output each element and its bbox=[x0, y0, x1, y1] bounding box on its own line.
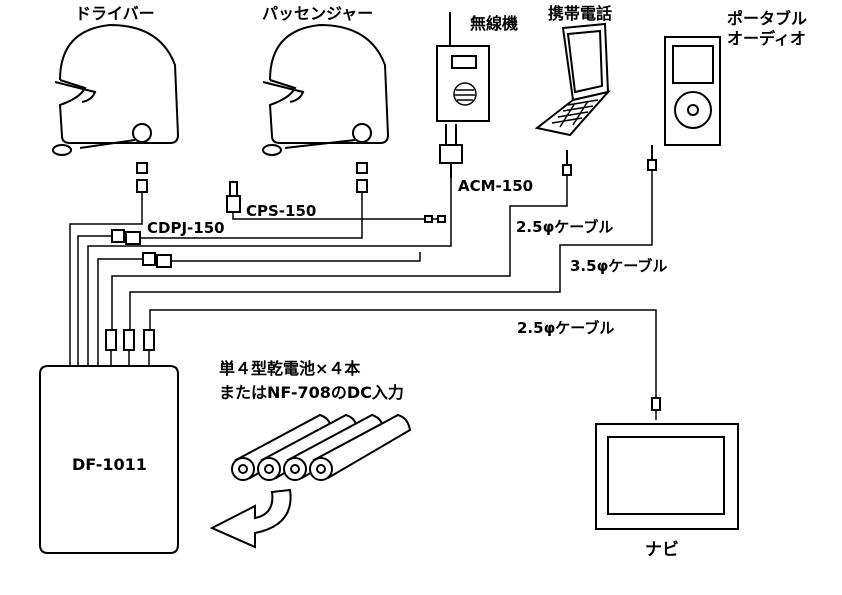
cdpj-connector bbox=[111, 229, 141, 245]
cps-connector bbox=[226, 181, 241, 213]
audio-label-line2: オーディオ bbox=[727, 29, 806, 48]
wiring bbox=[69, 170, 661, 420]
phone-label: 携帯電話 bbox=[548, 4, 612, 23]
driver-label: ドライバー bbox=[75, 4, 155, 23]
audio-label-line1: ポータブル bbox=[727, 9, 807, 28]
navi-label: ナビ bbox=[645, 540, 679, 560]
acm-label: ACM-150 bbox=[458, 177, 533, 195]
navi-icon bbox=[595, 423, 739, 530]
unit-label: DF-1011 bbox=[72, 455, 147, 474]
battery-icon bbox=[231, 413, 412, 481]
df-1011-unit bbox=[39, 365, 179, 554]
cable-label-2-5-bottom: 2.5φケーブル bbox=[517, 319, 614, 337]
battery-label-line2: またはNF-708のDC入力 bbox=[219, 383, 404, 402]
cable-label-2-5-top: 2.5φケーブル bbox=[516, 218, 613, 236]
cable-label-3-5: 3.5φケーブル bbox=[570, 257, 667, 275]
portable-audio-icon bbox=[647, 36, 721, 171]
phone-icon bbox=[534, 22, 611, 176]
passenger-label: パッセンジャー bbox=[262, 4, 373, 23]
inline-connector bbox=[142, 252, 172, 268]
passenger-helmet bbox=[262, 23, 390, 193]
radio-label: 無線機 bbox=[470, 14, 518, 33]
cdpj-label: CDPJ-150 bbox=[147, 219, 225, 237]
driver-speaker-icon bbox=[132, 123, 152, 143]
battery-label-line1: 単４型乾電池×４本 bbox=[219, 359, 360, 378]
passenger-speaker-icon bbox=[352, 123, 372, 143]
driver-mic-icon bbox=[52, 144, 72, 156]
radio-icon bbox=[436, 12, 490, 178]
passenger-mic-icon bbox=[262, 144, 282, 156]
driver-helmet bbox=[52, 23, 180, 193]
cps-label: CPS-150 bbox=[246, 202, 316, 220]
curved-arrow-icon bbox=[209, 488, 292, 549]
